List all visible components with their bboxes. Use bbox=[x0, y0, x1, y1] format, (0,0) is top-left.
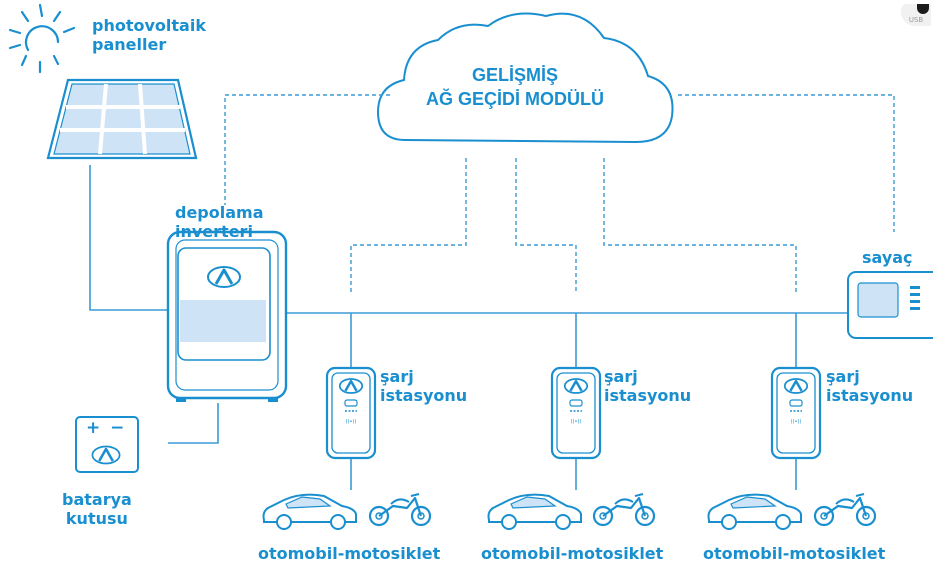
car-1-icon bbox=[262, 493, 357, 530]
car-2-icon bbox=[487, 493, 582, 530]
gateway-title-line2: AĞ GEÇİDİ MODÜLÜ bbox=[426, 89, 604, 109]
sun-icon bbox=[8, 3, 76, 74]
inverter-icon bbox=[166, 230, 288, 402]
charger-2-label-line2: istasyonu bbox=[604, 386, 692, 405]
charger-3-label-line2: istasyonu bbox=[826, 386, 914, 405]
meter-label: sayaç bbox=[862, 248, 913, 267]
vehicles-1-label: otomobil-motosiklet bbox=[258, 544, 441, 563]
motorcycle-3-icon bbox=[813, 492, 877, 527]
motorcycle-2-icon bbox=[592, 492, 656, 527]
power-links bbox=[89, 165, 848, 490]
gateway-cloud bbox=[376, 12, 674, 144]
inverter-label-line1: depolama bbox=[175, 203, 264, 222]
pv-label-line1: photovoltaik bbox=[92, 16, 206, 35]
charger-1-label: şarj istasyonu bbox=[380, 367, 467, 405]
usb-corner-tag: USB bbox=[901, 4, 931, 26]
battery-label: batarya kutusu bbox=[62, 490, 132, 528]
battery-label-line2: kutusu bbox=[65, 509, 128, 528]
pv-label-line2: paneller bbox=[92, 35, 167, 54]
car-3-icon bbox=[707, 493, 802, 530]
charger-1-icon bbox=[325, 366, 377, 460]
charger-1-label-line1: şarj bbox=[380, 367, 414, 386]
charger-1-label-line2: istasyonu bbox=[380, 386, 468, 405]
motorcycle-1-icon bbox=[368, 492, 432, 527]
vehicles-2-label: otomobil-motosiklet bbox=[481, 544, 664, 563]
usb-dot bbox=[917, 4, 929, 14]
charger-2-label: şarj istasyonu bbox=[604, 367, 691, 405]
charger-3-icon bbox=[770, 366, 822, 460]
usb-tag-label: USB bbox=[908, 16, 924, 24]
battery-symbol: + − bbox=[86, 418, 127, 438]
charger-2-icon bbox=[550, 366, 602, 460]
gateway-title-line1: GELİŞMİŞ bbox=[471, 65, 558, 85]
charger-3-label-line1: şarj bbox=[826, 367, 860, 386]
gateway-title: GELİŞMİŞ AĞ GEÇİDİ MODÜLÜ bbox=[400, 63, 630, 111]
battery-label-line1: batarya bbox=[62, 490, 132, 509]
dashed-links bbox=[224, 94, 895, 292]
inverter-label: depolama inverteri bbox=[175, 203, 264, 241]
battery-icon bbox=[75, 416, 139, 473]
solar-panel-icon bbox=[46, 78, 198, 160]
inverter-label-line2: inverteri bbox=[175, 222, 253, 241]
charger-2-label-line1: şarj bbox=[604, 367, 638, 386]
charger-3-label: şarj istasyonu bbox=[826, 367, 913, 405]
meter-icon bbox=[847, 271, 933, 339]
vehicles-3-label: otomobil-motosiklet bbox=[703, 544, 886, 563]
pv-label: photovoltaik paneller bbox=[92, 16, 206, 54]
